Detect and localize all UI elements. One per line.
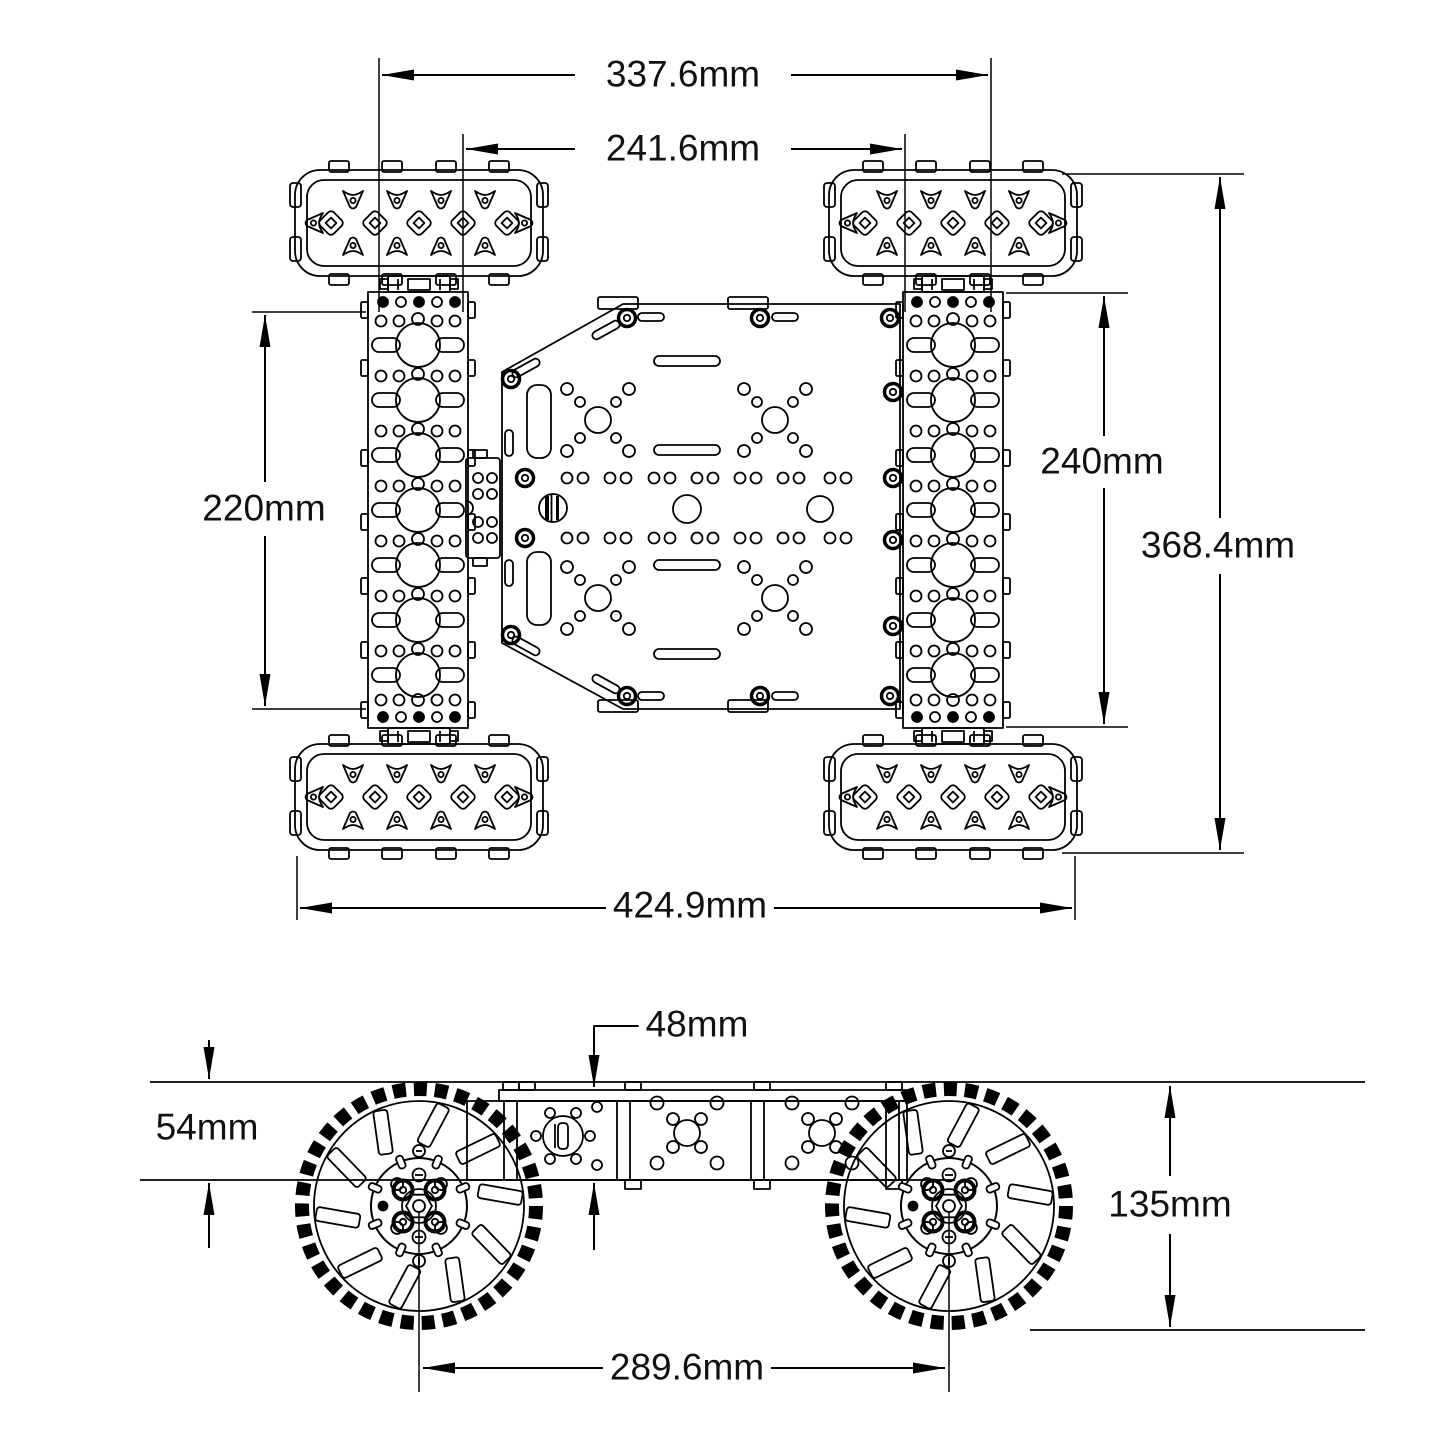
wheel-top-right: [824, 161, 1082, 285]
wheel-top-left: [290, 161, 548, 285]
side-plate-cluster-1: [649, 1095, 725, 1171]
wheel-bottom-left: [290, 735, 548, 859]
hub-front-right: [913, 275, 993, 293]
motor-shaft: [538, 493, 568, 523]
dim-label-overall-width: 424.9mm: [605, 886, 775, 926]
dim-label-rail-length: 240mm: [1033, 442, 1171, 482]
dim-label-rail-height: 48mm: [638, 1005, 756, 1045]
dim-label-rail-span: 220mm: [195, 489, 333, 529]
dim-label-body-height: 54mm: [148, 1108, 266, 1148]
side-view-dimensions: [203, 1025, 1176, 1392]
top-view: [252, 58, 1244, 920]
chassis-rail-left: [360, 291, 476, 729]
hub-front-left: [379, 275, 459, 293]
dim-label-overall-length: 368.4mm: [1133, 526, 1303, 566]
hub-rear-right: [913, 727, 993, 745]
motor-bracket: [465, 449, 501, 567]
side-plate-cluster-2: [784, 1095, 860, 1171]
side-motor-plate: [530, 1101, 603, 1171]
dim-label-wheel-diameter: 135mm: [1101, 1185, 1239, 1225]
hub-rear-left: [379, 727, 459, 745]
wheel-bottom-right: [824, 735, 1082, 859]
side-view: [140, 1025, 1365, 1392]
dim-label-outer-track: 337.6mm: [598, 55, 768, 95]
center-plate: [465, 296, 904, 713]
top-view-dimensions: [252, 58, 1244, 920]
dim-label-inner-track: 241.6mm: [598, 129, 768, 169]
dim-label-wheelbase: 289.6mm: [602, 1348, 772, 1388]
chassis-rail-right: [895, 291, 1011, 729]
